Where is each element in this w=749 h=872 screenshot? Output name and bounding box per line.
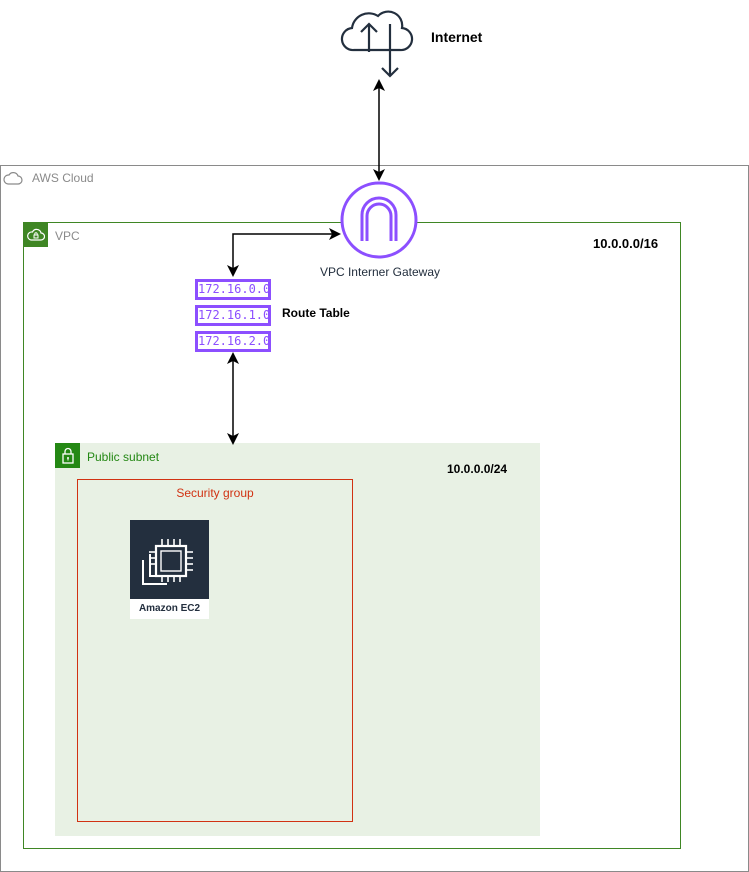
vpc-label: VPC [55, 229, 80, 243]
igw-routetable-connector [227, 228, 341, 277]
route-entry: 172.16.2.0 [195, 331, 271, 352]
vpc-cidr: 10.0.0.0/16 [593, 236, 659, 251]
security-group-label: Security group [176, 486, 254, 500]
internet-label: Internet [431, 29, 483, 45]
ec2-instance: Amazon EC2 [130, 520, 209, 619]
public-subnet-label: Public subnet [87, 450, 160, 464]
security-group [77, 479, 353, 822]
lock-icon [55, 443, 80, 468]
aws-cloud-label: AWS Cloud [32, 171, 94, 185]
public-subnet-group [55, 443, 540, 836]
internet-cloud-icon [340, 2, 420, 80]
route-entry: 172.16.0.0 [195, 279, 271, 300]
route-table-label: Route Table [282, 306, 350, 320]
internet-gateway-icon [340, 181, 418, 259]
ec2-icon [130, 520, 209, 599]
route-entry: 172.16.1.0 [195, 305, 271, 326]
vpc-icon [23, 222, 48, 247]
subnet-cidr: 10.0.0.0/24 [447, 462, 508, 476]
ec2-label: Amazon EC2 [138, 603, 201, 614]
aws-cloud-icon [0, 165, 25, 190]
internet-gateway-label: VPC Interner Gateway [319, 265, 441, 279]
